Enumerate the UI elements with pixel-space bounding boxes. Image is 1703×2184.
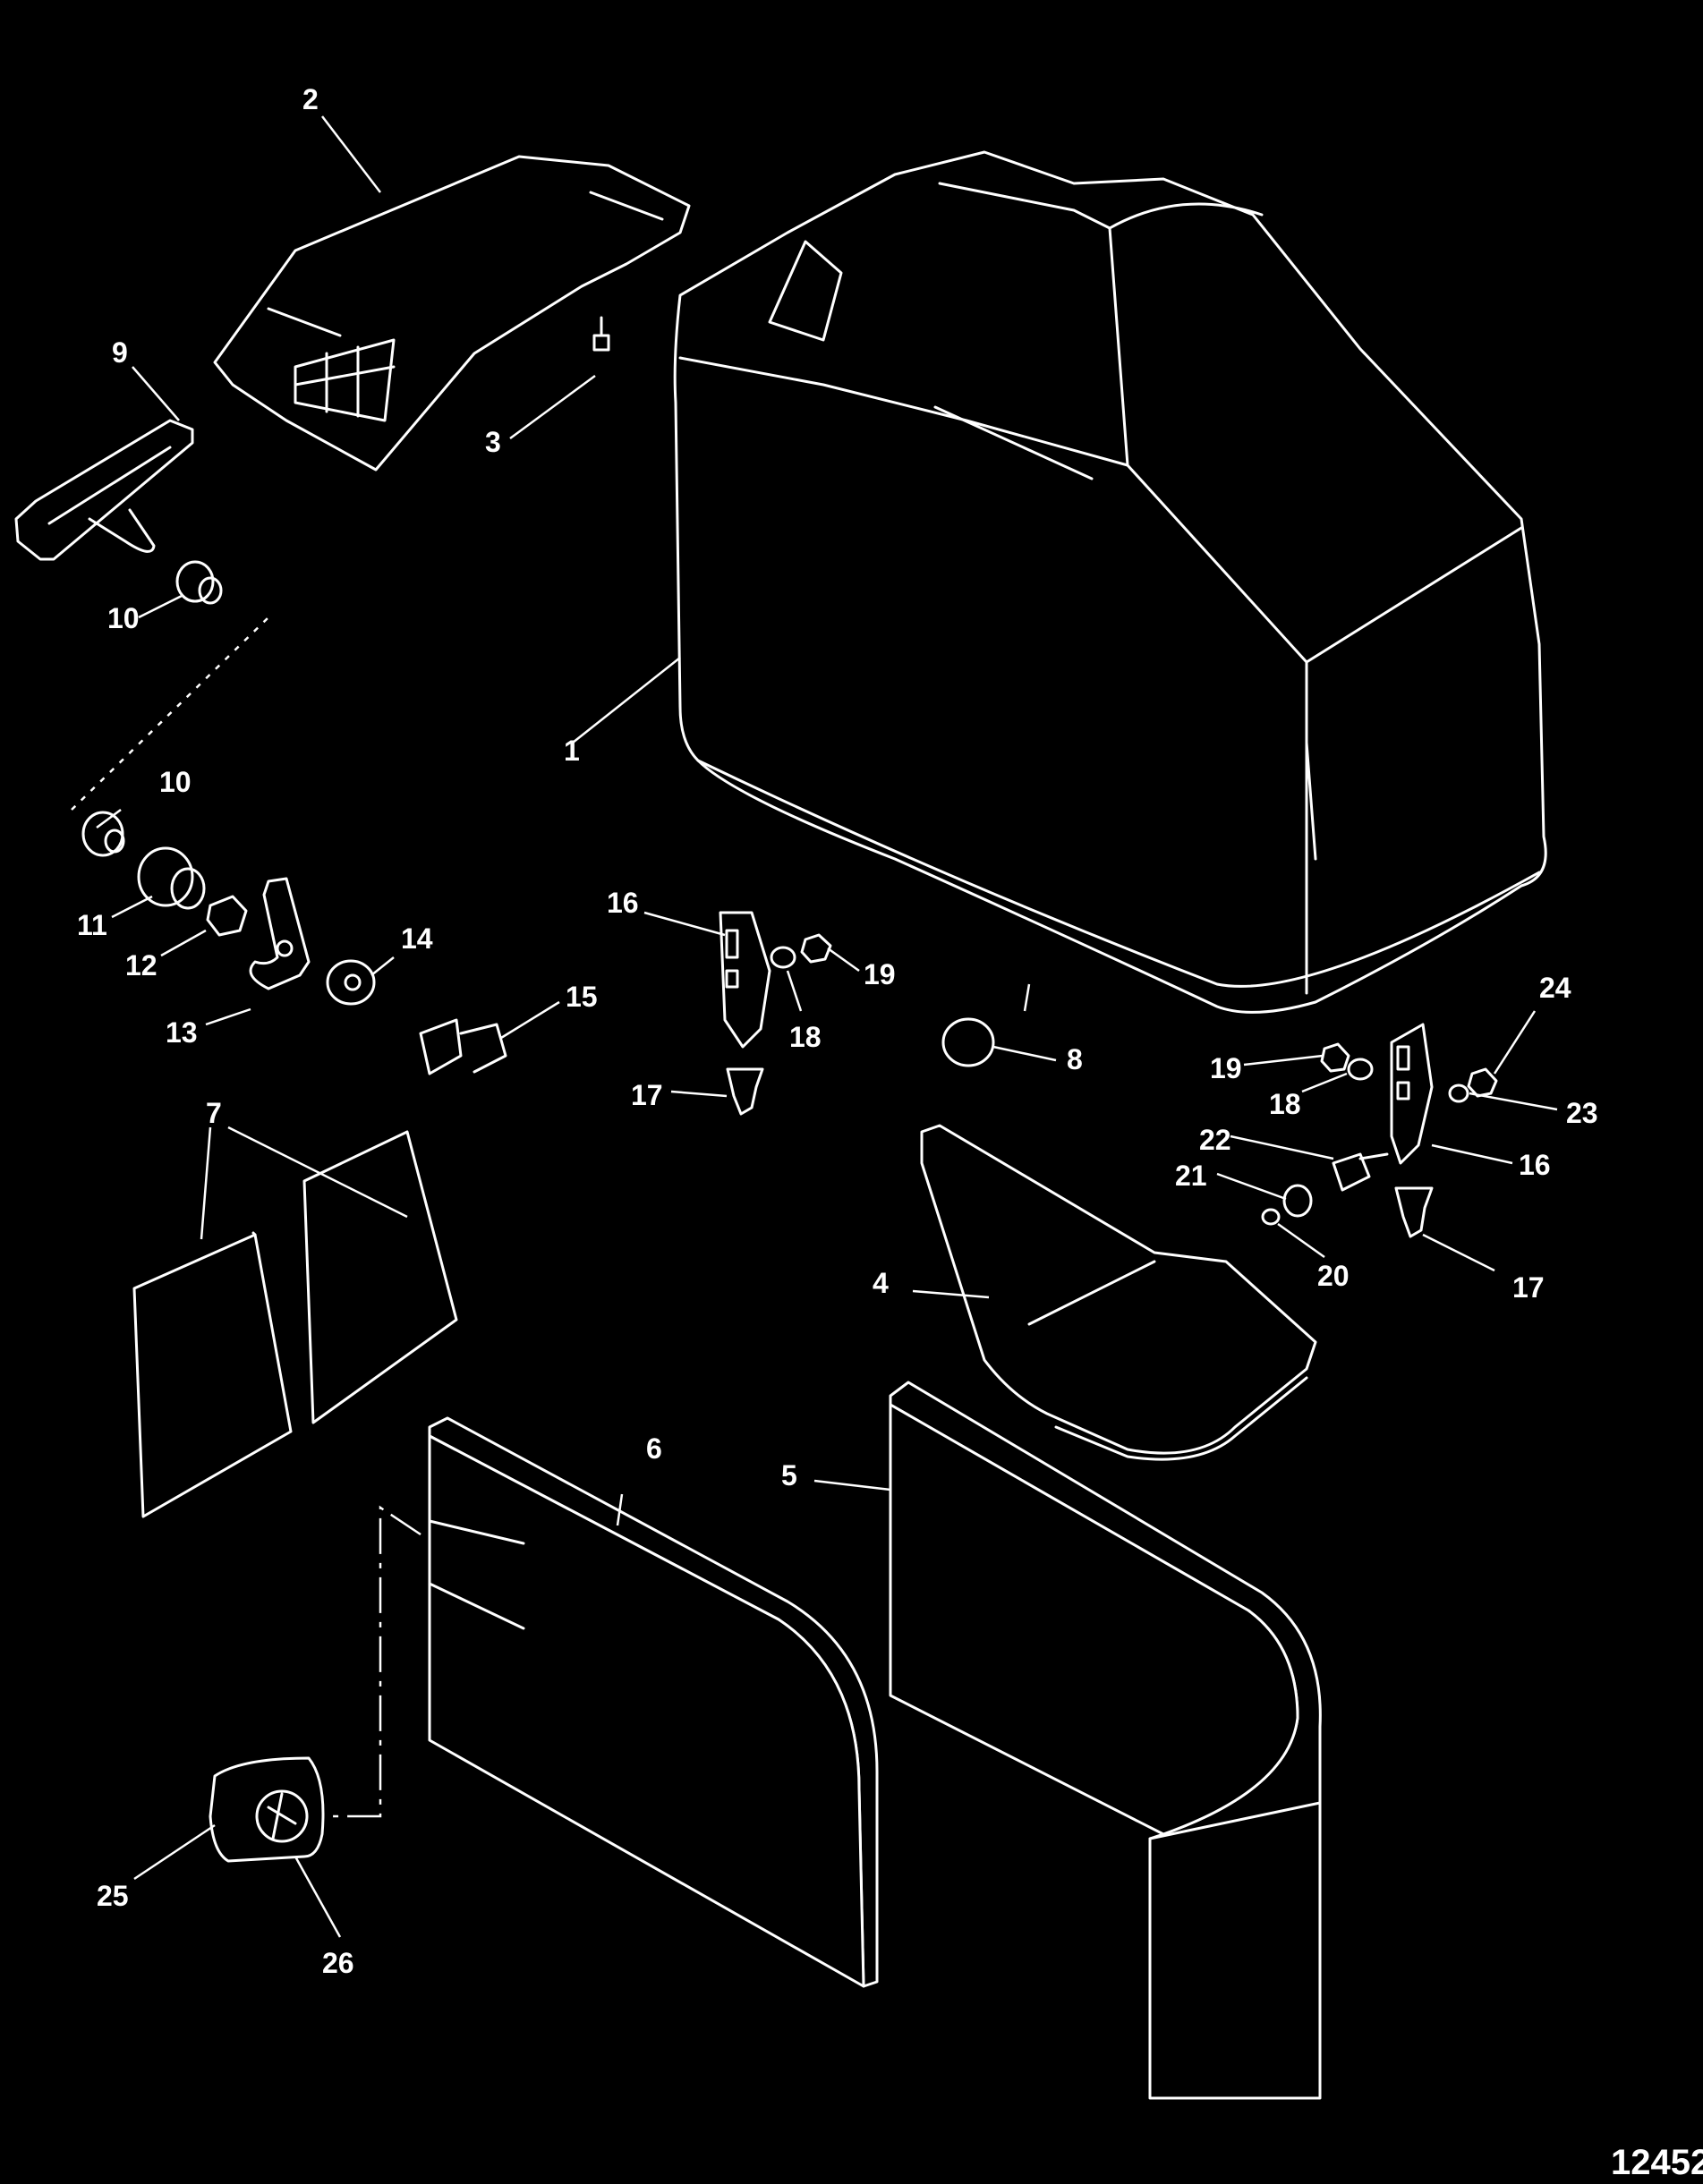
callout-24: 24 bbox=[1539, 972, 1571, 1004]
callout-3: 3 bbox=[485, 426, 501, 458]
callout-4: 4 bbox=[873, 1267, 889, 1299]
callout-11: 11 bbox=[77, 909, 107, 941]
callout-6: 6 bbox=[646, 1432, 662, 1465]
rivet-part-17-right bbox=[1394, 1186, 1434, 1238]
side-panel-part-5 bbox=[889, 1381, 1322, 2100]
washer-part-14 bbox=[326, 959, 376, 1006]
callout-23: 23 bbox=[1566, 1097, 1598, 1129]
callout-17b: 17 bbox=[1512, 1271, 1545, 1304]
grommet-lower-part bbox=[81, 811, 125, 857]
washer-part-20 bbox=[1261, 1208, 1281, 1226]
bolt-part bbox=[419, 1018, 507, 1075]
grommet-upper-part bbox=[175, 560, 223, 605]
washer-part-18-left bbox=[770, 946, 796, 969]
nut-part-19-right bbox=[1320, 1042, 1350, 1073]
figure-number: 12452 bbox=[1611, 2143, 1703, 2182]
callout-10a: 10 bbox=[107, 602, 140, 634]
callout-7: 7 bbox=[206, 1097, 222, 1129]
top-cowl-part bbox=[673, 150, 1547, 1014]
callout-10b: 10 bbox=[159, 766, 192, 798]
bushing-part bbox=[137, 846, 206, 910]
callout-2: 2 bbox=[302, 83, 319, 115]
nut-part-12 bbox=[206, 895, 248, 937]
plug-part bbox=[941, 1017, 995, 1067]
handle-part bbox=[14, 419, 194, 561]
callout-19a: 19 bbox=[864, 958, 896, 990]
latch-hook-part bbox=[249, 877, 311, 990]
bracket-left-part bbox=[719, 911, 771, 1049]
callout-8: 8 bbox=[1067, 1043, 1083, 1075]
callout-18a: 18 bbox=[789, 1021, 822, 1053]
callout-26: 26 bbox=[322, 1947, 354, 1979]
callout-22: 22 bbox=[1199, 1124, 1231, 1156]
callout-16a: 16 bbox=[607, 887, 639, 919]
callout-5: 5 bbox=[781, 1459, 797, 1491]
callout-18b: 18 bbox=[1269, 1088, 1301, 1120]
callout-25: 25 bbox=[97, 1880, 129, 1912]
screw-part bbox=[592, 316, 610, 352]
assembly-guide-line bbox=[71, 616, 269, 811]
decal-part bbox=[209, 1756, 325, 1863]
washer-part-18-right bbox=[1347, 1058, 1374, 1081]
spacer-part-21 bbox=[1282, 1184, 1313, 1218]
nut-part-24 bbox=[1467, 1067, 1498, 1098]
callout-19b: 19 bbox=[1210, 1052, 1242, 1084]
stud-part-22 bbox=[1332, 1152, 1389, 1192]
callout-labels: 2 3 1 9 10 10 11 12 13 14 15 16 18 19 17… bbox=[77, 83, 1703, 2182]
callout-20: 20 bbox=[1317, 1260, 1350, 1292]
bracket-right-part bbox=[1390, 1023, 1434, 1165]
rivet-part-17-left bbox=[726, 1067, 764, 1116]
pad-part-7a bbox=[132, 1231, 293, 1518]
callout-12: 12 bbox=[125, 949, 158, 982]
decal-guide-line bbox=[327, 1505, 421, 1818]
callout-21: 21 bbox=[1175, 1160, 1207, 1192]
pad-part-7b bbox=[302, 1130, 458, 1424]
callout-16b: 16 bbox=[1519, 1149, 1551, 1181]
callout-1: 1 bbox=[564, 735, 580, 767]
callout-15: 15 bbox=[566, 981, 598, 1013]
callout-9: 9 bbox=[112, 336, 128, 369]
callout-14: 14 bbox=[401, 922, 433, 955]
nut-part-19-left bbox=[800, 933, 832, 964]
leader-lines bbox=[96, 115, 1558, 1938]
side-panel-part-6 bbox=[428, 1416, 879, 1988]
seal-plate-part bbox=[920, 1124, 1317, 1461]
vent-cover-part bbox=[213, 155, 691, 472]
callout-17a: 17 bbox=[631, 1079, 663, 1111]
callout-13: 13 bbox=[166, 1016, 198, 1049]
washer-part-23 bbox=[1448, 1084, 1469, 1103]
